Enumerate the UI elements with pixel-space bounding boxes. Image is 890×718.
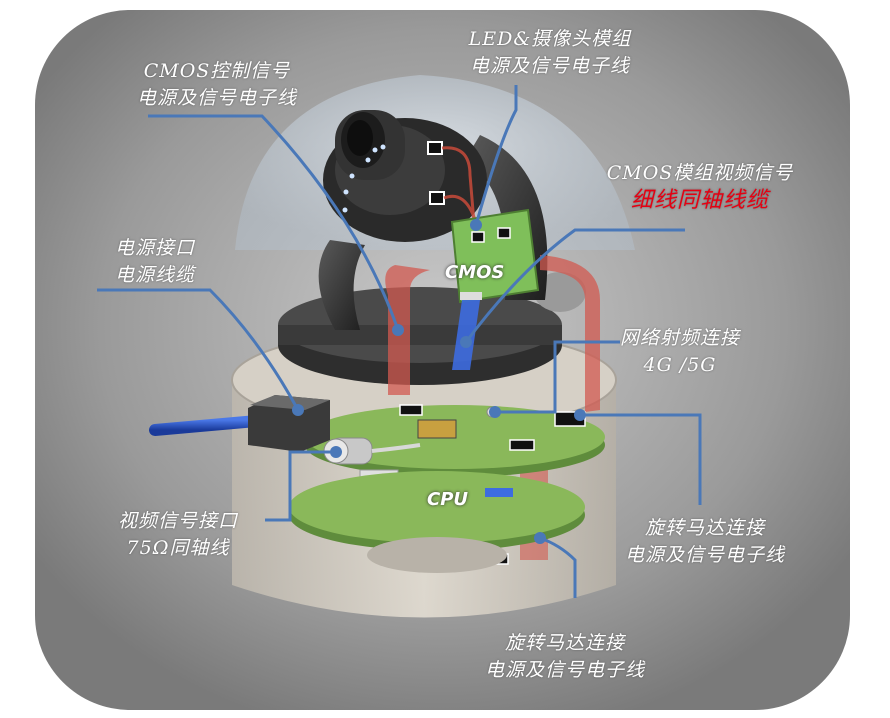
bottom-plate — [367, 537, 507, 573]
pcb-chip — [417, 419, 457, 439]
cmos-coax-ribbon — [452, 300, 480, 370]
leader-cmos-video — [464, 228, 685, 343]
label-cmos-control-line2: 电源及信号电子线 — [136, 87, 297, 109]
label-cmos-video-line1: CMOS模组视频信号 — [606, 162, 794, 184]
cpu-chip — [485, 488, 513, 497]
leader-network-rf — [495, 340, 620, 414]
label-network-rf: 网络射频连接 4G /5G — [610, 325, 750, 379]
connector-cmos-2 — [497, 227, 511, 239]
cpu-label: CPU — [427, 489, 469, 510]
label-led-camera-line2: 电源及信号电子线 — [469, 55, 630, 77]
label-cmos-control-line1: CMOS控制信号 — [143, 60, 291, 82]
label-network-rf-line1: 网络射频连接 — [619, 327, 740, 349]
camera-head — [323, 110, 487, 242]
power-connector — [248, 395, 330, 452]
pcb-connector-1 — [399, 404, 423, 416]
label-power-port: 电源接口 电源线缆 — [100, 235, 210, 289]
leader-power-port — [97, 288, 300, 411]
leader-led-camera — [474, 85, 518, 226]
cmos-board-label: CMOS — [445, 262, 505, 283]
ribbon-cable-right — [540, 255, 600, 412]
leader-cmos-control — [148, 114, 400, 331]
connector-head-2 — [429, 191, 445, 205]
label-motor-lower-line1: 旋转马达连接 — [504, 632, 625, 654]
pcb-connector-2 — [509, 439, 535, 451]
label-power-port-line1: 电源接口 — [114, 237, 195, 259]
label-motor-lower: 旋转马达连接 电源及信号电子线 — [470, 630, 660, 684]
cmos-board — [450, 208, 540, 304]
connector-cmos-3 — [460, 292, 482, 300]
label-power-port-line2: 电源线缆 — [114, 264, 195, 286]
gimbal-base-side — [278, 325, 562, 345]
label-network-rf-line2: 4G /5G — [643, 354, 717, 376]
led-ring — [342, 144, 386, 213]
label-cmos-control: CMOS控制信号 电源及信号电子线 — [122, 58, 312, 112]
motor-right — [534, 272, 586, 312]
label-cmos-video-line2: 细线同轴线缆 — [630, 188, 769, 213]
label-led-camera: LED&摄像头模组 电源及信号电子线 — [455, 26, 645, 80]
connector-head-1 — [427, 141, 443, 155]
label-motor-upper-line1: 旋转马达连接 — [644, 517, 765, 539]
label-motor-lower-line2: 电源及信号电子线 — [484, 659, 645, 681]
label-led-camera-line1: LED&摄像头模组 — [468, 28, 632, 50]
label-motor-upper: 旋转马达连接 电源及信号电子线 — [610, 515, 800, 569]
ribbon-cable-left — [385, 265, 430, 395]
gimbal-arm-left — [318, 240, 365, 330]
label-cmos-video: CMOS模组视频信号 细线同轴线缆 — [600, 160, 800, 214]
label-video-port: 视频信号接口 75Ω同轴线 — [98, 508, 258, 562]
leader-lines — [97, 85, 702, 598]
leader-motor-upper — [580, 413, 702, 505]
connector-cmos-1 — [471, 231, 485, 243]
leader-video-port — [265, 450, 336, 522]
leader-dots — [292, 219, 586, 544]
label-video-port-line2: 75Ω同轴线 — [126, 537, 230, 559]
label-video-port-line1: 视频信号接口 — [117, 510, 238, 532]
label-motor-upper-line2: 电源及信号电子线 — [624, 544, 785, 566]
